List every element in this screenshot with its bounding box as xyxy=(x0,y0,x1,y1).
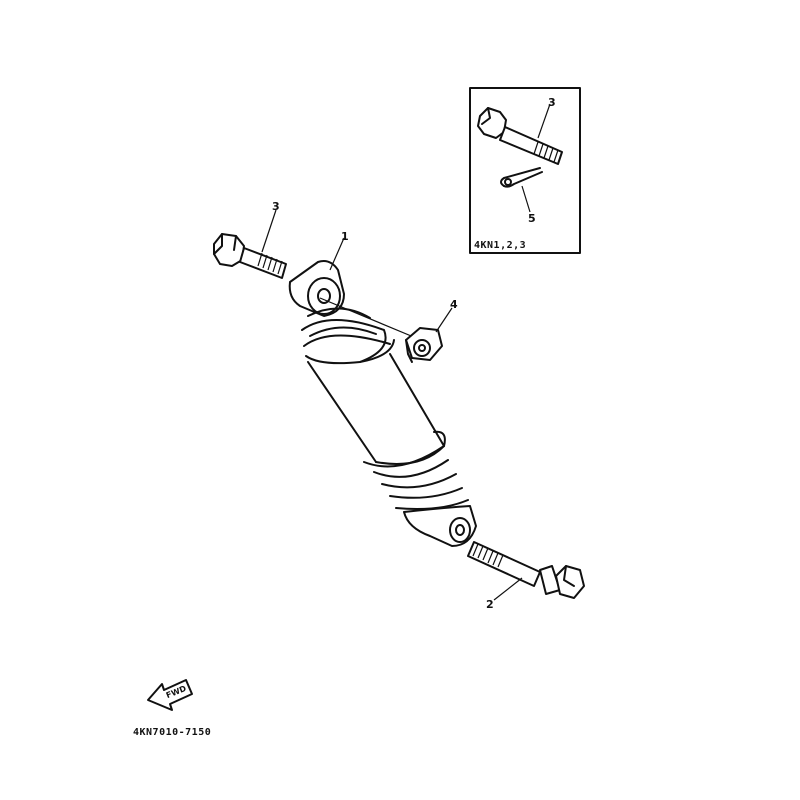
inset-box: 3 5 4KN1,2,3 xyxy=(469,87,581,254)
callout-1: 1 xyxy=(341,230,349,243)
callout-4: 4 xyxy=(450,298,458,311)
callout-2: 2 xyxy=(486,598,494,611)
inset-cotter-pin-part-5 xyxy=(500,167,543,188)
inset-model-label: 4KN1,2,3 xyxy=(474,240,526,251)
inset-bolt-part-3 xyxy=(477,107,563,165)
nut-part-4 xyxy=(405,327,443,363)
diagram-code: 4KN7010-7150 xyxy=(133,727,211,738)
upper-bolt-part-3 xyxy=(213,233,287,279)
shock-absorber-part-1 xyxy=(288,260,477,547)
callout-5: 5 xyxy=(528,212,536,225)
lower-bolt-part-2 xyxy=(467,541,585,599)
callout-3-main: 3 xyxy=(272,200,280,213)
callout-3-inset: 3 xyxy=(548,96,556,109)
fwd-arrow-icon: FWD xyxy=(147,679,193,711)
